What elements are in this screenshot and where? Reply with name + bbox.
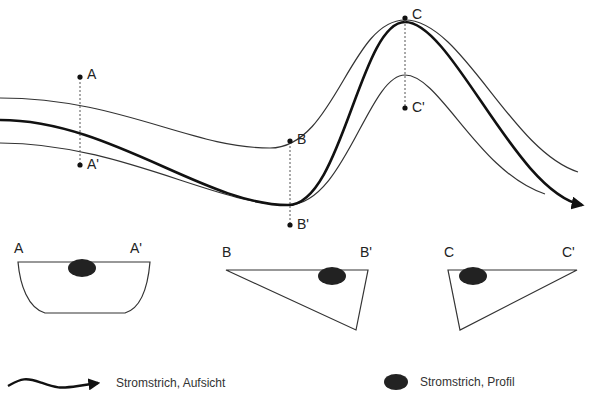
legend-text: Stromstrich, Profil	[420, 375, 515, 389]
section-label: A'	[130, 240, 142, 256]
river-bank	[0, 75, 545, 205]
section-point	[402, 15, 407, 20]
point-label: A	[87, 66, 96, 82]
section-label: B	[222, 244, 231, 260]
point-label: B	[297, 131, 306, 147]
section-line	[290, 142, 291, 224]
thalweg-profile	[318, 267, 346, 285]
legend-line-sample	[6, 372, 106, 394]
section-point	[77, 74, 82, 79]
cross-section	[226, 270, 368, 330]
section-label: B'	[360, 244, 372, 260]
section-label: C'	[562, 244, 575, 260]
section-line	[80, 78, 81, 164]
legend-entry: Stromstrich, Aufsicht	[6, 372, 225, 394]
section-point	[77, 162, 82, 167]
point-label: C'	[412, 99, 425, 115]
legend-text: Stromstrich, Aufsicht	[116, 376, 225, 390]
thalweg-line	[0, 22, 582, 205]
thalweg-profile	[459, 267, 487, 285]
section-line	[405, 20, 406, 106]
section-label: A	[14, 240, 23, 256]
thalweg-profile	[68, 259, 96, 277]
point-label: C	[412, 6, 422, 22]
section-point	[287, 222, 292, 227]
section-point	[402, 105, 407, 110]
legend-entry: Stromstrich, Profil	[382, 372, 515, 392]
river-bank	[0, 20, 578, 172]
section-label: C	[444, 244, 454, 260]
point-label: A'	[87, 156, 99, 172]
section-point	[287, 138, 292, 143]
point-label: B'	[297, 216, 309, 232]
legend-profile-sample	[382, 372, 410, 392]
